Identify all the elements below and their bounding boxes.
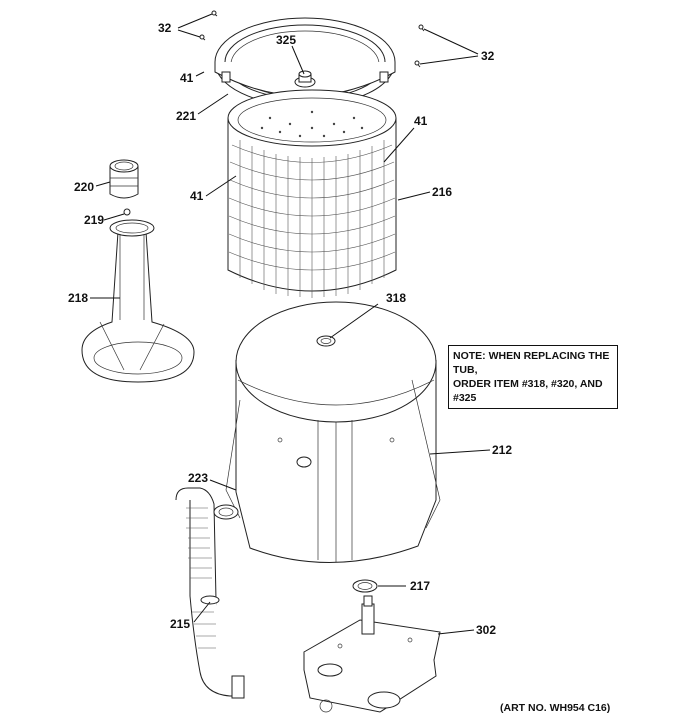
label-41-left[interactable]: 41 xyxy=(190,189,204,203)
screw-32-left[interactable] xyxy=(199,10,218,41)
replacement-note: NOTE: WHEN REPLACING THE TUB, ORDER ITEM… xyxy=(448,345,618,409)
label-325[interactable]: 325 xyxy=(276,33,296,47)
balance-ring-221[interactable] xyxy=(214,17,396,109)
bushing-220[interactable] xyxy=(109,159,139,199)
clip-219[interactable] xyxy=(123,208,131,216)
label-218[interactable]: 218 xyxy=(68,291,88,305)
label-223[interactable]: 223 xyxy=(188,471,208,485)
label-217[interactable]: 217 xyxy=(410,579,430,593)
label-216[interactable]: 216 xyxy=(432,185,452,199)
outer-tub-212[interactable] xyxy=(225,301,441,563)
label-318[interactable]: 318 xyxy=(386,291,406,305)
note-line-1: NOTE: WHEN REPLACING THE TUB, xyxy=(453,350,610,376)
label-32-left[interactable]: 32 xyxy=(158,21,172,35)
label-220[interactable]: 220 xyxy=(74,180,94,194)
leader-lines xyxy=(90,13,491,635)
label-41-upper-left[interactable]: 41 xyxy=(180,71,194,85)
part-labels: 32 32 325 41 221 41 220 41 216 219 218 3… xyxy=(68,21,512,637)
label-219[interactable]: 219 xyxy=(84,213,104,227)
hose-corrugation xyxy=(186,507,216,649)
screw-32-right[interactable] xyxy=(414,24,425,68)
basket-mesh xyxy=(228,140,396,298)
gasket-318[interactable] xyxy=(316,335,336,347)
drain-hose-215[interactable] xyxy=(175,487,245,699)
label-221[interactable]: 221 xyxy=(176,109,196,123)
note-line-2: ORDER ITEM #318, #320, AND #325 xyxy=(453,378,603,404)
label-215[interactable]: 215 xyxy=(170,617,190,631)
label-32-right[interactable]: 32 xyxy=(481,49,495,63)
hose-clamp-223[interactable] xyxy=(200,504,239,605)
seal-217[interactable] xyxy=(352,579,378,593)
drive-assembly-302[interactable] xyxy=(303,595,441,713)
label-41-right[interactable]: 41 xyxy=(414,114,428,128)
basket-perforations xyxy=(260,110,364,138)
wash-basket-216[interactable] xyxy=(227,89,397,298)
label-212[interactable]: 212 xyxy=(492,443,512,457)
label-302[interactable]: 302 xyxy=(476,623,496,637)
hub-nut-325[interactable] xyxy=(294,70,316,88)
agitator-218[interactable] xyxy=(81,219,195,383)
art-number: (ART NO. WH954 C16) xyxy=(500,702,611,714)
